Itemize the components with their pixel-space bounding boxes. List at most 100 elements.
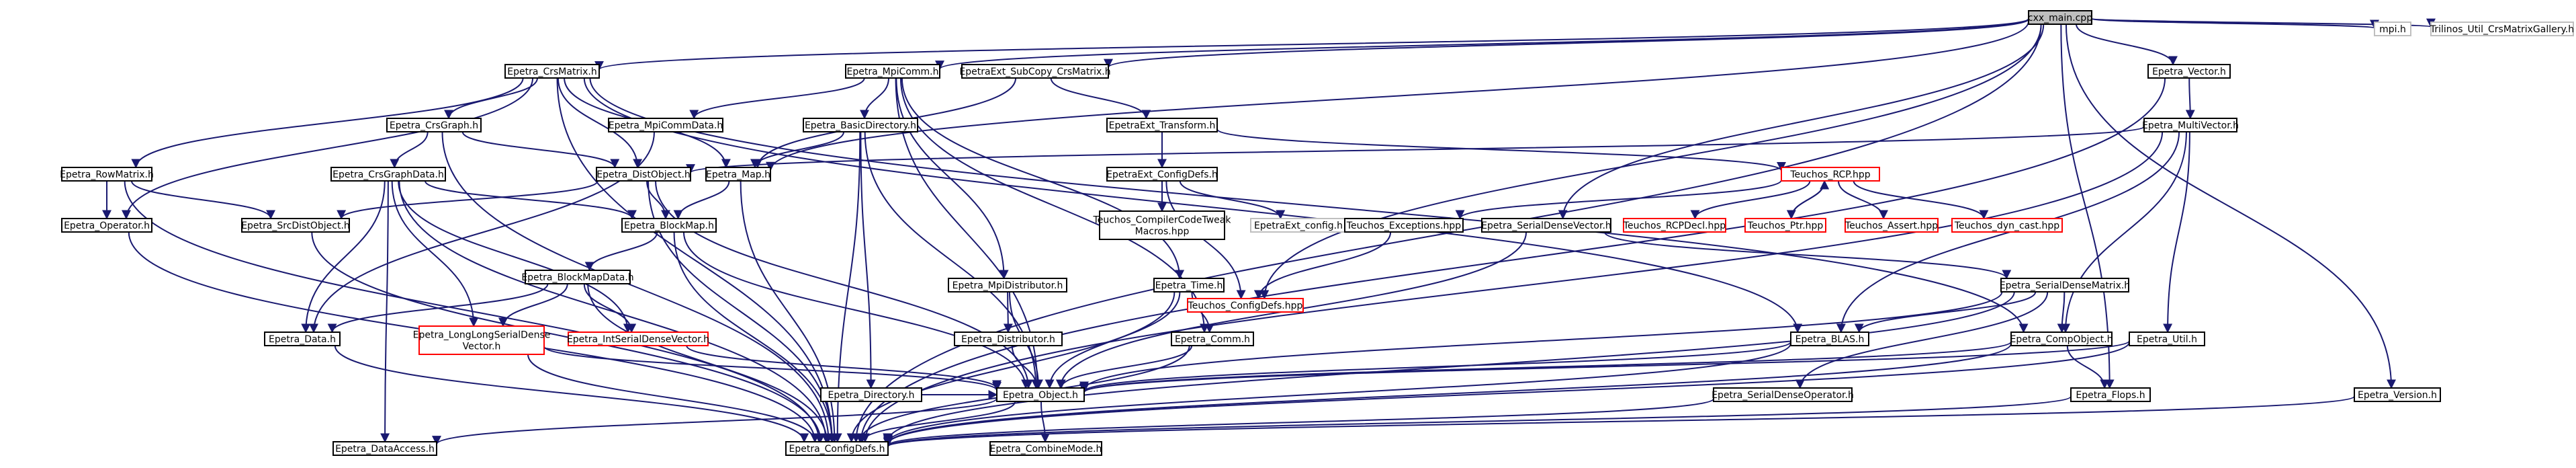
edge-cxx_main-to-Flops [2060,24,2115,389]
node-DistObject[interactable]: Epetra_DistObject.h [596,167,691,182]
node-SrcDistObject[interactable]: Epetra_SrcDistObject.h [241,218,350,233]
node-ConfigDefsExt[interactable]: EpetraExt_ConfigDefs.h [1106,167,1218,182]
node-CrsGraph[interactable]: Epetra_CrsGraph.h [386,118,482,132]
edge-cxx_main-to-Map [766,21,2029,171]
edge-BLAS-to-ConfigDefs [883,343,1791,444]
node-RowMatrix[interactable]: Epetra_RowMatrix.h [60,167,154,182]
edge-Data-to-ConfigDefs [334,345,809,443]
node-cxx_main[interactable]: cxx_main.cpp [2028,10,2092,25]
node-Flops[interactable]: Epetra_Flops.h [2070,387,2151,402]
node-ConfigDefs[interactable]: Epetra_ConfigDefs.h [785,441,889,456]
edge-BlockMapData-to-Data [327,283,549,334]
node-label: mpi.h [2379,24,2406,35]
edge-Version-to-ConfigDefs [883,395,2355,448]
node-Distributor[interactable]: Epetra_Distributor.h [954,332,1063,346]
node-label: Epetra_SerialDenseMatrix.h [2000,280,2130,291]
node-label: Epetra_MultiVector.h [2142,120,2239,131]
edge-CrsMatrix-to-Operator [122,77,534,220]
node-Util[interactable]: Epetra_Util.h [2129,332,2205,346]
edge-BlockMapData-to-ConfigDefs [587,283,832,443]
edge-RCP-to-Assert [1837,180,1888,220]
node-Ptr[interactable]: Teuchos_Ptr.hpp [1744,218,1826,233]
edge-cxx_main-to-SerialDenseVector [1558,24,2045,220]
node-Vector[interactable]: Epetra_Vector.h [2147,64,2231,79]
node-box [330,167,446,182]
edge-Ptr-to-RCP [1790,180,1830,219]
node-label: Epetra_ConfigDefs.h [789,444,885,455]
node-box [1951,218,2063,233]
edge-SerialDenseMatrix-to-BLAS [1854,291,2037,334]
node-BLAS[interactable]: Epetra_BLAS.h [1790,332,1869,346]
node-SubCopy[interactable]: EpetraExt_SubCopy_CrsMatrix.h [959,64,1111,79]
node-box [2147,64,2231,79]
node-Directory[interactable]: Epetra_Directory.h [820,387,922,402]
node-label: Trilinos_Util_CrsMatrixGallery.h [2430,24,2574,35]
node-SerialDenseOperator[interactable]: Epetra_SerialDenseOperator.h [1712,387,1854,402]
edge-Vector-to-ConfigDefs [856,77,2166,443]
node-MultiVector[interactable]: Epetra_MultiVector.h [2142,118,2239,132]
edge-cxx_main-to-Version [2065,24,2397,389]
node-label: Epetra_CrsGraph.h [390,120,478,131]
node-label: Teuchos_Assert.hpp [1845,221,1938,231]
edge-CrsMatrix-to-CompObject [589,77,2029,334]
edge-MultiVector-to-DistObject [686,126,2145,174]
node-box [803,118,918,132]
edge-MpiComm-to-MpiDistributor [895,77,1009,280]
edge-MultiVector-to-ConfigDefs [860,131,2164,443]
node-MpiComm[interactable]: Epetra_MpiComm.h [845,64,940,79]
node-RCPDecl[interactable]: Teuchos_RCPDecl.hpp [1623,218,1726,233]
node-Time[interactable]: Epetra_Time.h [1153,278,1225,292]
edge-SrcDistObject-to-ConfigDefs [311,231,826,443]
edge-Util-to-ConfigDefs [883,342,2130,446]
edge-CrsGraph-to-ConfigDefs [441,131,834,443]
node-Comm[interactable]: Epetra_Comm.h [1171,332,1254,346]
node-label: Epetra_Distributor.h [961,334,1055,345]
node-Exceptions[interactable]: Teuchos_Exceptions.hpp [1344,218,1464,233]
node-CrsMatrix[interactable]: Epetra_CrsMatrix.h [504,64,600,79]
node-CrsGraphData[interactable]: Epetra_CrsGraphData.h [330,167,446,182]
node-Assert[interactable]: Teuchos_Assert.hpp [1845,218,1939,233]
node-Object[interactable]: Epetra_Object.h [996,387,1085,402]
node-label: Epetra_CrsMatrix.h [507,67,596,77]
node-Operator[interactable]: Epetra_Operator.h [61,218,152,233]
node-label: Epetra_Operator.h [64,221,150,231]
node-SerialDenseMatrix[interactable]: Epetra_SerialDenseMatrix.h [2000,278,2130,292]
edge-DistObject-to-BlockMap [646,180,670,220]
node-MpiDistributor[interactable]: Epetra_MpiDistributor.h [948,278,1067,292]
node-label: Epetra_Map.h [706,169,770,180]
node-mpi[interactable]: mpi.h [2374,22,2411,36]
node-box [2354,387,2441,402]
node-SerialDenseVector[interactable]: Epetra_SerialDenseVector.h [1481,218,1611,233]
node-Data[interactable]: Epetra_Data.h [264,332,341,346]
edge-SerialDenseMatrix-to-CompObject [2057,291,2067,334]
node-box [1623,218,1726,233]
node-BasicDirectory[interactable]: Epetra_BasicDirectory.h [803,118,918,132]
node-IntSDV[interactable]: Epetra_IntSerialDenseVector.h [567,332,709,346]
node-BlockMapData[interactable]: Epetra_BlockMapData.h [521,270,634,284]
edge-RCP-to-RCPDecl [1690,180,1811,220]
node-TeuchosConfigDefs[interactable]: Teuchos_ConfigDefs.hpp [1187,298,1304,313]
node-ExtConfig[interactable]: EpetraExt_config.h [1250,218,1347,233]
node-box [948,278,1067,292]
node-Transform[interactable]: EpetraExt_Transform.h [1106,118,1218,132]
node-RCP[interactable]: Teuchos_RCP.hpp [1781,167,1880,182]
node-Version[interactable]: Epetra_Version.h [2354,387,2441,402]
node-DataAccess[interactable]: Epetra_DataAccess.h [332,441,437,456]
node-CompObject[interactable]: Epetra_CompObject.h [2010,332,2113,346]
edge-CrsGraphData-to-ConfigDefs [398,180,831,443]
edge-CrsGraphData-to-BlockMap [425,180,637,220]
node-box [996,387,1085,402]
edge-MpiComm-to-MpiCommData [689,77,865,120]
edge-Exceptions-to-TeuchosConfigDefs [1253,231,1392,300]
node-MpiCommData[interactable]: Epetra_MpiCommData.h [608,118,723,132]
node-box [1713,387,1853,402]
node-Gallery[interactable]: Trilinos_Util_CrsMatrixGallery.h [2430,22,2574,36]
node-BlockMap[interactable]: Epetra_BlockMap.h [621,218,717,233]
node-label: Macros.hpp [1135,227,1190,237]
node-Map[interactable]: Epetra_Map.h [705,167,771,182]
node-DynCast[interactable]: Teuchos_dyn_cast.hpp [1951,218,2063,233]
node-label: Epetra_RowMatrix.h [60,169,154,180]
node-CombineMode[interactable]: Epetra_CombineMode.h [989,441,1102,456]
